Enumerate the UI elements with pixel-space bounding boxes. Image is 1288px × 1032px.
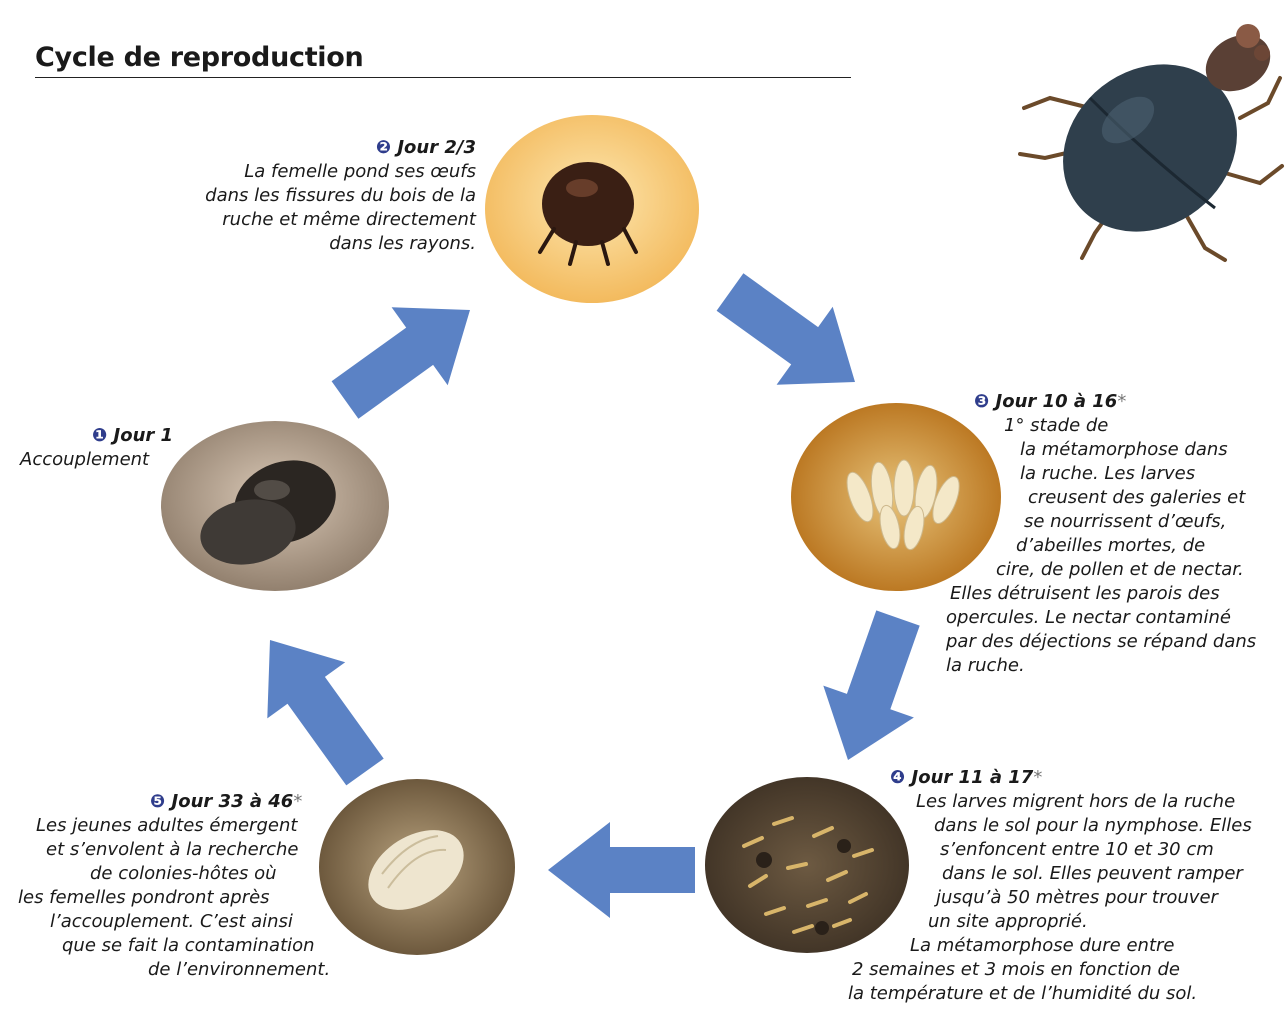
stage-5-line: l’accouplement. C’est ainsi [10,910,356,934]
stage-4-line: Les larves migrent hors de la ruche [848,790,1280,814]
stage-3: ❸ Jour 10 à 16* 1° stade de la métamorph… [946,390,1286,678]
heading-4: Jour 11 à 17 [912,767,1034,788]
stage-3-line: se nourrissent d’œufs, [946,510,1286,534]
stage-4-line: la température et de l’humidité du sol. [848,982,1280,1006]
arrow-4-to-5 [548,822,695,918]
stage-3-line: opercules. Le nectar contaminé [946,606,1286,630]
stage-4: ❹ Jour 11 à 17* Les larves migrent hors … [848,766,1280,1006]
marker-2: ❷ [376,137,391,158]
heading-1: Jour 1 [114,425,174,446]
stage-5-line: Les jeunes adultes émergent [10,814,356,838]
stage-4-line: s’enfoncent entre 10 et 30 cm [848,838,1280,862]
arrow-5-to-1 [267,640,383,785]
stage-3-line: Elles détruisent les parois des [946,582,1286,606]
heading-2: Jour 2/3 [397,137,476,158]
marker-4: ❹ [890,767,905,788]
stage-3-line: par des déjections se répand dans [946,630,1286,654]
asterisk-3: * [1117,391,1126,412]
stage-5: ❺ Jour 33 à 46* Les jeunes adultes émerg… [10,790,356,982]
asterisk-5: * [293,791,302,812]
asterisk-4: * [1033,767,1042,788]
stage-4-line: un site approprié. [848,910,1280,934]
marker-3: ❸ [974,391,989,412]
stage-2-line: ruche et même directement [150,208,476,232]
stage-5-line: de l’environnement. [10,958,356,982]
heading-3: Jour 10 à 16 [996,391,1118,412]
stage-3-line: creusent des galeries et [946,486,1286,510]
stage-3-line: cire, de pollen et de nectar. [946,558,1286,582]
heading-5: Jour 33 à 46 [172,791,294,812]
arrow-3-to-4 [823,610,919,760]
stage-1: ❶ Jour 1 Accouplement [20,424,220,472]
stage-2-line: dans les rayons. [150,232,476,256]
stage-5-line: que se fait la contamination [10,934,356,958]
stage-3-line: 1° stade de [946,414,1286,438]
stage-5-line: de colonies-hôtes où [10,862,356,886]
stage-4-line: La métamorphose dure entre [848,934,1280,958]
stage-4-line: 2 semaines et 3 mois en fonction de [848,958,1280,982]
arrow-1-to-2 [332,307,470,418]
stage-2: ❷ Jour 2/3 La femelle pond ses œufs dans… [150,136,476,256]
stage-3-line: la métamorphose dans [946,438,1286,462]
stage-4-line: dans le sol. Elles peuvent ramper [848,862,1280,886]
stage-3-line: la ruche. Les larves [946,462,1286,486]
marker-5: ❺ [150,791,165,812]
stage-2-line: dans les fissures du bois de la [150,184,476,208]
stage-5-line: et s’envolent à la recherche [10,838,356,862]
stage-2-line: La femelle pond ses œufs [150,160,476,184]
stage-3-line: la ruche. [946,654,1286,678]
stage-3-line: d’abeilles mortes, de [946,534,1286,558]
stage-5-line: les femelles pondront après [10,886,356,910]
stage-1-line: Accouplement [20,448,220,472]
stage-4-line: jusqu’à 50 mètres pour trouver [848,886,1280,910]
stage-4-line: dans le sol pour la nymphose. Elles [848,814,1280,838]
marker-1: ❶ [92,425,107,446]
arrow-2-to-3 [717,273,855,384]
